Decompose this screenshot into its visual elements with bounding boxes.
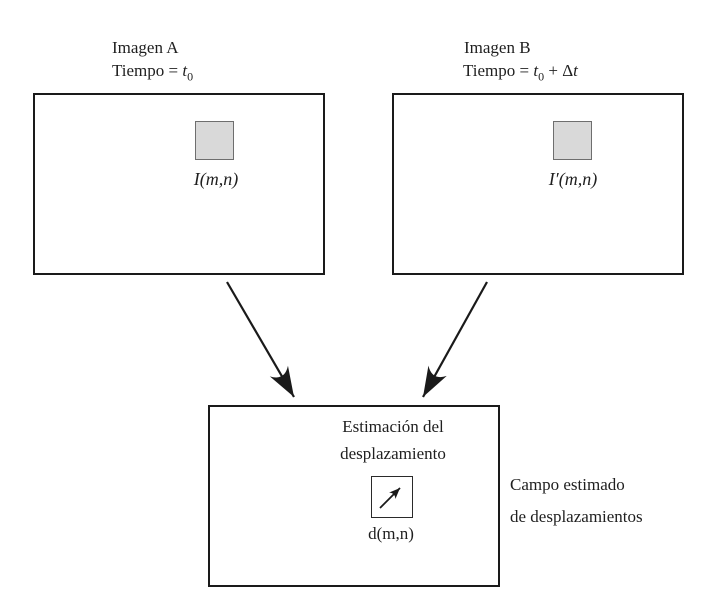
flow-arrow-left xyxy=(226,281,295,398)
displacement-vector-icon xyxy=(379,487,401,509)
image-b-pixel-block xyxy=(553,121,592,160)
image-b-time-var: t xyxy=(533,61,539,80)
flow-arrow-right xyxy=(422,281,488,398)
image-a-box xyxy=(33,93,325,275)
image-a-time-prefix: Tiempo = xyxy=(112,61,183,80)
estimator-box xyxy=(208,405,500,587)
output-field-label-line1: Campo estimado xyxy=(510,475,625,494)
image-b-time-subscript: 0 xyxy=(538,69,545,84)
image-b-signal-label: I′(m,n) xyxy=(548,169,598,189)
estimator-signal-label: d(m,n) xyxy=(368,524,414,543)
image-b-time-prefix: Tiempo = xyxy=(463,61,534,80)
image-a-time-var: t xyxy=(182,61,188,80)
displacement-vector-box xyxy=(371,476,413,518)
image-b-box xyxy=(392,93,684,275)
image-b-time-label: Tiempo = t0 + Δt xyxy=(463,61,578,86)
output-field-label-line2: de desplazamientos xyxy=(510,507,643,526)
estimator-title-line2: desplazamiento xyxy=(340,444,446,463)
image-a-pixel-block xyxy=(195,121,234,160)
estimator-title-line1: Estimación del xyxy=(342,417,444,436)
image-a-title: Imagen A xyxy=(112,38,179,57)
image-b-time-var2: t xyxy=(573,61,578,80)
image-a-signal-label: I(m,n) xyxy=(193,169,239,189)
image-a-time-label: Tiempo = t0 xyxy=(112,61,193,86)
image-b-title: Imagen B xyxy=(464,38,531,57)
image-b-time-plus-delta: + Δ xyxy=(544,61,574,80)
image-a-time-subscript: 0 xyxy=(187,69,194,84)
